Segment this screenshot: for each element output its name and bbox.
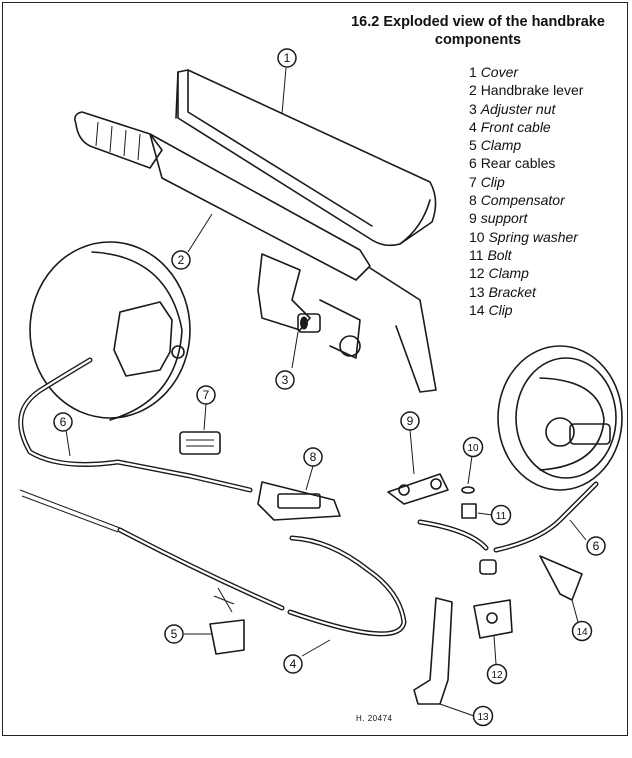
handbrake-lever-part [74, 111, 437, 393]
legend-item: 8 Compensator [469, 192, 565, 209]
legend-item: 11 Bolt [469, 246, 512, 263]
callout-8: 8 [303, 447, 323, 491]
legend-item: 10 Spring washer [469, 228, 578, 245]
callout-number: 10 [467, 443, 479, 454]
callout-number: 11 [496, 511, 507, 522]
callout-13: 13 [439, 703, 494, 727]
spring-washer-part [461, 486, 475, 494]
callout-number: 3 [282, 373, 289, 387]
rear-cable-left [18, 357, 253, 493]
figure-reference-code: H. 20474 [356, 714, 393, 723]
callout-2: 2 [171, 213, 213, 270]
legend-item: 14 Clip [469, 301, 513, 318]
adjuster-nut-part [291, 313, 321, 369]
rear-cable-right [417, 481, 599, 553]
callout-number: 5 [171, 627, 178, 641]
callout-11: 11 [477, 504, 512, 526]
title-line-1: 16.2 Exploded view of the handbrake [351, 14, 605, 30]
legend-item: 13 Bracket [469, 283, 536, 300]
figure-frame: 16.2 Exploded view of the handbrake comp… [2, 2, 628, 736]
compensator-part [257, 481, 341, 521]
legend-item: 7 Clip [469, 173, 505, 190]
clamp-part-5 [209, 587, 245, 655]
callout-number: 7 [203, 388, 210, 402]
legend-item: 2 Handbrake lever [469, 82, 584, 99]
callout-number: 4 [290, 657, 297, 671]
figure-title: 16.2 Exploded view of the handbrake comp… [333, 13, 623, 49]
callout-10: 10 [462, 436, 484, 485]
support-part [387, 473, 449, 505]
callout-number: 12 [491, 670, 503, 681]
bracket-part [413, 597, 453, 705]
cover-part [175, 69, 437, 247]
callout-number: 2 [178, 253, 185, 267]
legend-item: 12 Clamp [469, 265, 529, 282]
callout-number: 9 [407, 414, 414, 428]
callout-4: 4 [283, 639, 331, 674]
front-cable-part [19, 489, 407, 637]
callout-6-right: 6 [569, 519, 606, 556]
legend-item: 4 Front cable [469, 118, 551, 135]
callout-number: 6 [60, 415, 67, 429]
callout-5: 5 [164, 624, 212, 644]
callout-number: 6 [593, 539, 600, 553]
clip-part-14 [539, 555, 583, 601]
legend-item: 9 support [469, 210, 528, 227]
bolt-part [461, 503, 477, 519]
right-brake-backplate [497, 345, 623, 491]
clip-part-7 [179, 431, 221, 455]
parts-legend: 1 Cover 2 Handbrake lever 3 Adjuster nut… [469, 63, 583, 319]
callout-7: 7 [196, 385, 216, 431]
callout-number: 1 [284, 51, 291, 65]
legend-item: 1 Cover [469, 64, 519, 80]
callout-14: 14 [571, 599, 593, 642]
callout-9: 9 [400, 411, 420, 475]
callout-number: 13 [477, 712, 489, 723]
callout-1: 1 [277, 48, 297, 115]
callout-3: 3 [275, 370, 295, 390]
callout-6-left: 6 [53, 412, 73, 457]
clamp-part-12 [473, 559, 513, 639]
callout-number: 8 [310, 450, 317, 464]
legend-item: 6 Rear cables [469, 155, 556, 172]
title-line-2: components [434, 32, 522, 48]
callout-12: 12 [486, 635, 508, 685]
left-brake-drum [29, 241, 191, 421]
legend-item: 5 Clamp [469, 137, 522, 154]
callout-number: 14 [576, 627, 588, 638]
legend-item: 3 Adjuster nut [469, 100, 556, 117]
